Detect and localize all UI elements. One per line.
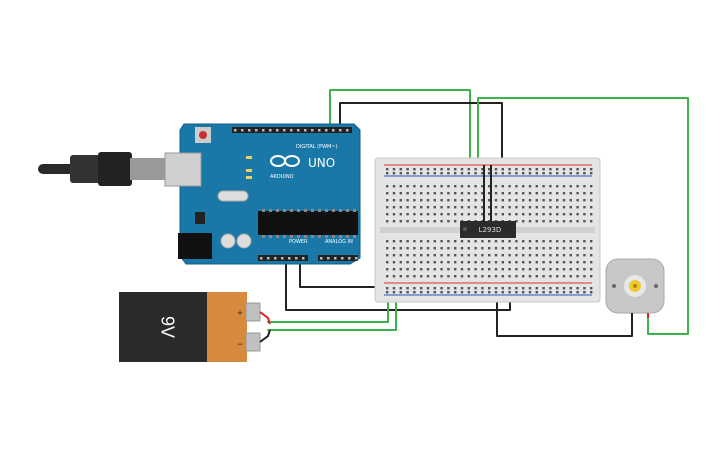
battery-plus-label: + <box>237 308 242 318</box>
microcontroller-icon <box>258 209 358 238</box>
arduino-model: UNO <box>308 156 335 170</box>
breadboard-holes <box>386 168 593 294</box>
arduino-board[interactable]: UNO ARDUINO DIGITAL (PWM~) POWER ANALOG … <box>38 123 361 265</box>
motor-driver-chip[interactable]: L293D <box>460 165 516 238</box>
battery-voltage-label: 9V <box>157 316 177 338</box>
arduino-brand: ARDUINO <box>270 174 294 180</box>
digital-label: DIGITAL (PWM~) <box>296 144 338 150</box>
status-leds <box>246 156 252 179</box>
battery-9v[interactable]: 9V + − <box>119 292 271 362</box>
reset-button-icon[interactable] <box>195 127 211 143</box>
battery-minus-label: − <box>237 339 242 349</box>
analog-label: ANALOG IN <box>325 239 353 245</box>
infinity-logo-icon <box>270 155 300 167</box>
black-wire-gnd-to-rail[interactable] <box>299 257 385 288</box>
power-label: POWER <box>289 239 308 245</box>
green-wire-to-motor[interactable] <box>477 97 689 335</box>
power-jack-icon <box>178 233 212 259</box>
chip-label: L293D <box>479 226 502 234</box>
green-wire-battery-minus[interactable] <box>267 291 397 331</box>
dc-motor[interactable] <box>605 258 665 318</box>
